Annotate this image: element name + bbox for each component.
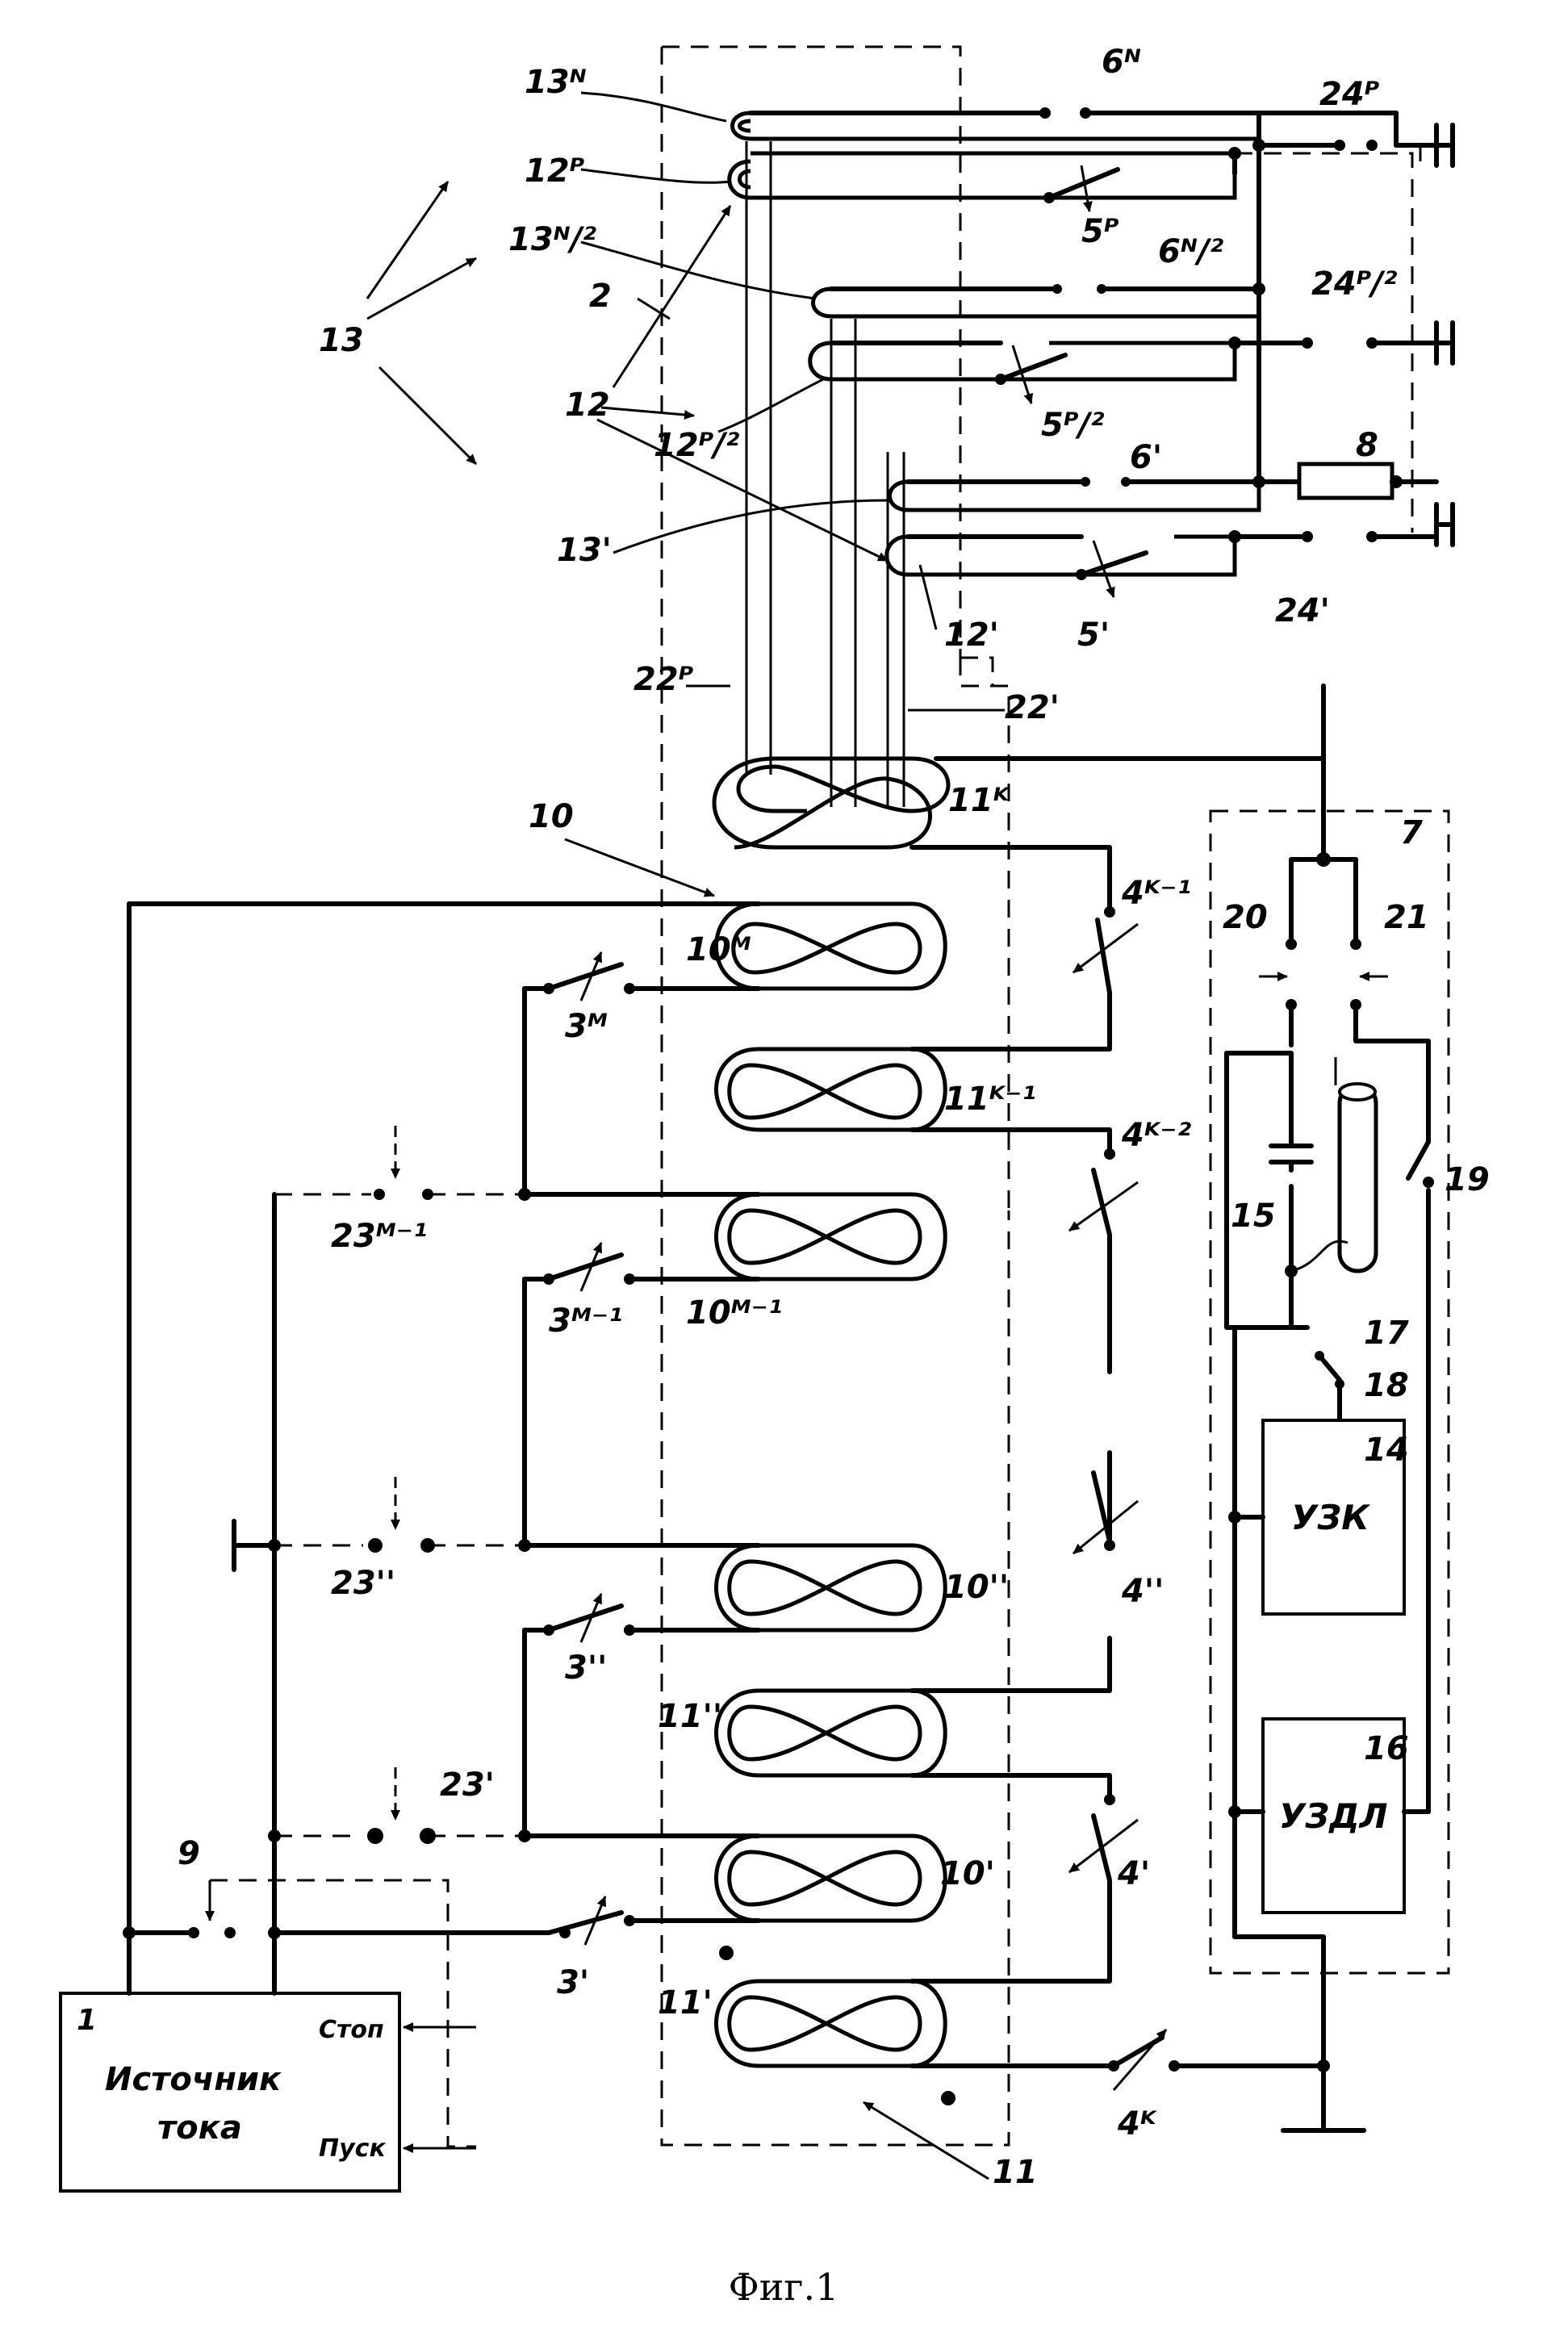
label-6N: 6ᴺ (1102, 44, 1141, 81)
label-21: 21 (1384, 899, 1429, 936)
lead-lines-22 (746, 141, 993, 807)
label-6p: 6' (1130, 439, 1162, 476)
label-5P2: 5ᴾ/² (1041, 407, 1105, 444)
label-15: 15 (1231, 1198, 1276, 1235)
label-17: 17 (1364, 1315, 1409, 1352)
resistor-8 (1299, 464, 1392, 498)
label-18: 18 (1364, 1367, 1409, 1404)
label-13: 13 (319, 322, 364, 359)
label-20: 20 (1223, 899, 1268, 936)
label-4pp: 4'' (1121, 1573, 1164, 1610)
label-5p: 5' (1077, 617, 1110, 654)
label-10M: 10ᴹ (686, 931, 751, 968)
label-6N2: 6ᴺ/² (1158, 233, 1224, 270)
label-3p: 3' (557, 1964, 589, 2001)
label-10p: 10' (940, 1855, 995, 1892)
source-number: 1 (77, 2004, 97, 2037)
label-11K: 11ᴷ (948, 782, 1010, 819)
label-10M1: 10ᴹ⁻¹ (686, 1294, 782, 1332)
label-4K2: 4ᴷ⁻² (1121, 1117, 1191, 1154)
label-13N2: 13ᴺ/² (508, 221, 596, 258)
label-12P2: 12ᴾ/² (654, 427, 740, 464)
label-12: 12 (565, 387, 610, 424)
label-23p: 23' (440, 1766, 495, 1804)
label-3M1: 3ᴹ⁻¹ (549, 1302, 623, 1340)
label-7: 7 (1400, 814, 1423, 851)
label-5P: 5ᴾ (1081, 213, 1119, 250)
uzdl-number: 16 (1364, 1730, 1409, 1767)
label-4K: 4ᴷ (1117, 2105, 1157, 2143)
label-24P: 24ᴾ (1319, 76, 1380, 113)
upper-switches (995, 107, 1453, 597)
label-11p: 11' (658, 1984, 713, 2022)
uzdl-text: УЗДЛ (1279, 1796, 1388, 1836)
label-9: 9 (178, 1835, 200, 1872)
source-start-label: Пуск (319, 2134, 386, 2163)
label-11K1: 11ᴷ⁻¹ (944, 1081, 1036, 1118)
label-11: 11 (993, 2154, 1038, 2191)
uzk-text: УЗК (1291, 1498, 1371, 1537)
label-23pp: 23'' (331, 1565, 395, 1602)
label-2: 2 (589, 278, 612, 315)
reference-arrows (367, 93, 1005, 2179)
source-line1: Источник (105, 2061, 282, 2098)
label-13N: 13ᴺ (525, 64, 587, 101)
label-12P: 12ᴾ (525, 153, 585, 190)
label-10: 10 (529, 798, 574, 835)
uzk-number: 14 (1364, 1432, 1409, 1469)
source-stop-label: Стоп (319, 2016, 384, 2044)
label-22p: 22' (1005, 689, 1060, 726)
label-22P: 22ᴾ (633, 661, 694, 698)
label-11pp: 11'' (658, 1698, 722, 1735)
label-4p: 4' (1117, 1855, 1150, 1892)
figure-caption: Фиг.1 (729, 2265, 839, 2309)
label-8: 8 (1356, 427, 1378, 464)
label-23M1: 23ᴹ⁻¹ (331, 1218, 427, 1255)
source-line2: тока (157, 2109, 242, 2147)
label-3M: 3ᴹ (565, 1008, 608, 1045)
label-19: 19 (1445, 1161, 1490, 1198)
label-24P2: 24ᴾ/² (1311, 265, 1398, 303)
label-10pp: 10'' (944, 1569, 1009, 1606)
label-13p: 13' (557, 532, 612, 569)
label-24p: 24' (1275, 592, 1330, 629)
label-3pp: 3'' (565, 1649, 607, 1687)
label-4K1: 4ᴷ⁻¹ (1121, 875, 1191, 912)
label-12p: 12' (944, 617, 999, 654)
